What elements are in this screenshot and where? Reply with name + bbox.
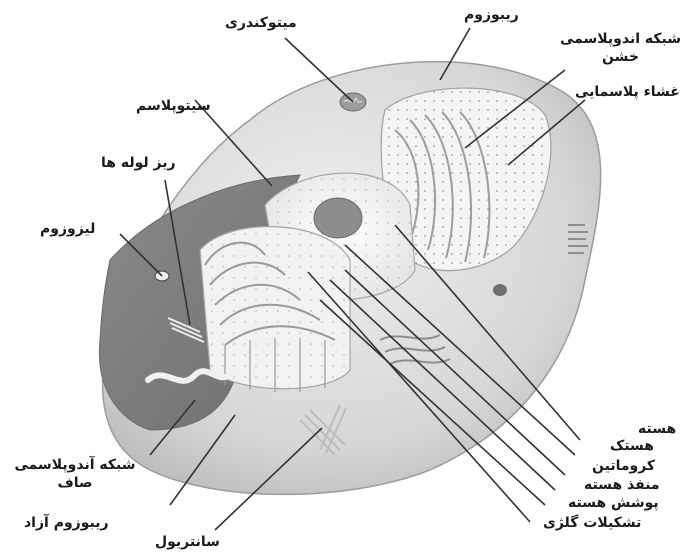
label-smooth-er: شبکه آندوپلاسمی صاف <box>5 456 145 492</box>
label-ribosome: ریبوزوم <box>464 6 519 24</box>
label-cytoplasm: سیتوپلاسم <box>136 97 211 115</box>
label-microtubules: ریز لوله ها <box>101 154 176 172</box>
vesicle-shape <box>493 284 507 296</box>
label-nucleolus: هستک <box>610 437 654 455</box>
label-rough-er: شبکه اندوپلاسمی خشن <box>553 30 688 66</box>
label-chromatin: کروماتین <box>592 457 655 475</box>
label-nuclear-pore: منفذ هسته <box>584 476 660 494</box>
label-lysosome: لیزوزوم <box>40 220 95 238</box>
label-nucleus: هسته <box>638 420 676 438</box>
label-plasma-membrane: غشاء پلاسمایی <box>575 83 680 101</box>
nucleolus-shape <box>314 198 362 238</box>
golgi-block <box>200 227 350 392</box>
label-centriole: سانتریول <box>155 533 220 551</box>
label-mitochondria: میتوکندری <box>225 14 297 32</box>
label-free-ribosome: ریبوزوم آزاد <box>24 514 109 532</box>
label-nuclear-envelope: پوشش هسته <box>568 494 659 512</box>
label-golgi: تشکیلات گلژی <box>543 514 641 532</box>
